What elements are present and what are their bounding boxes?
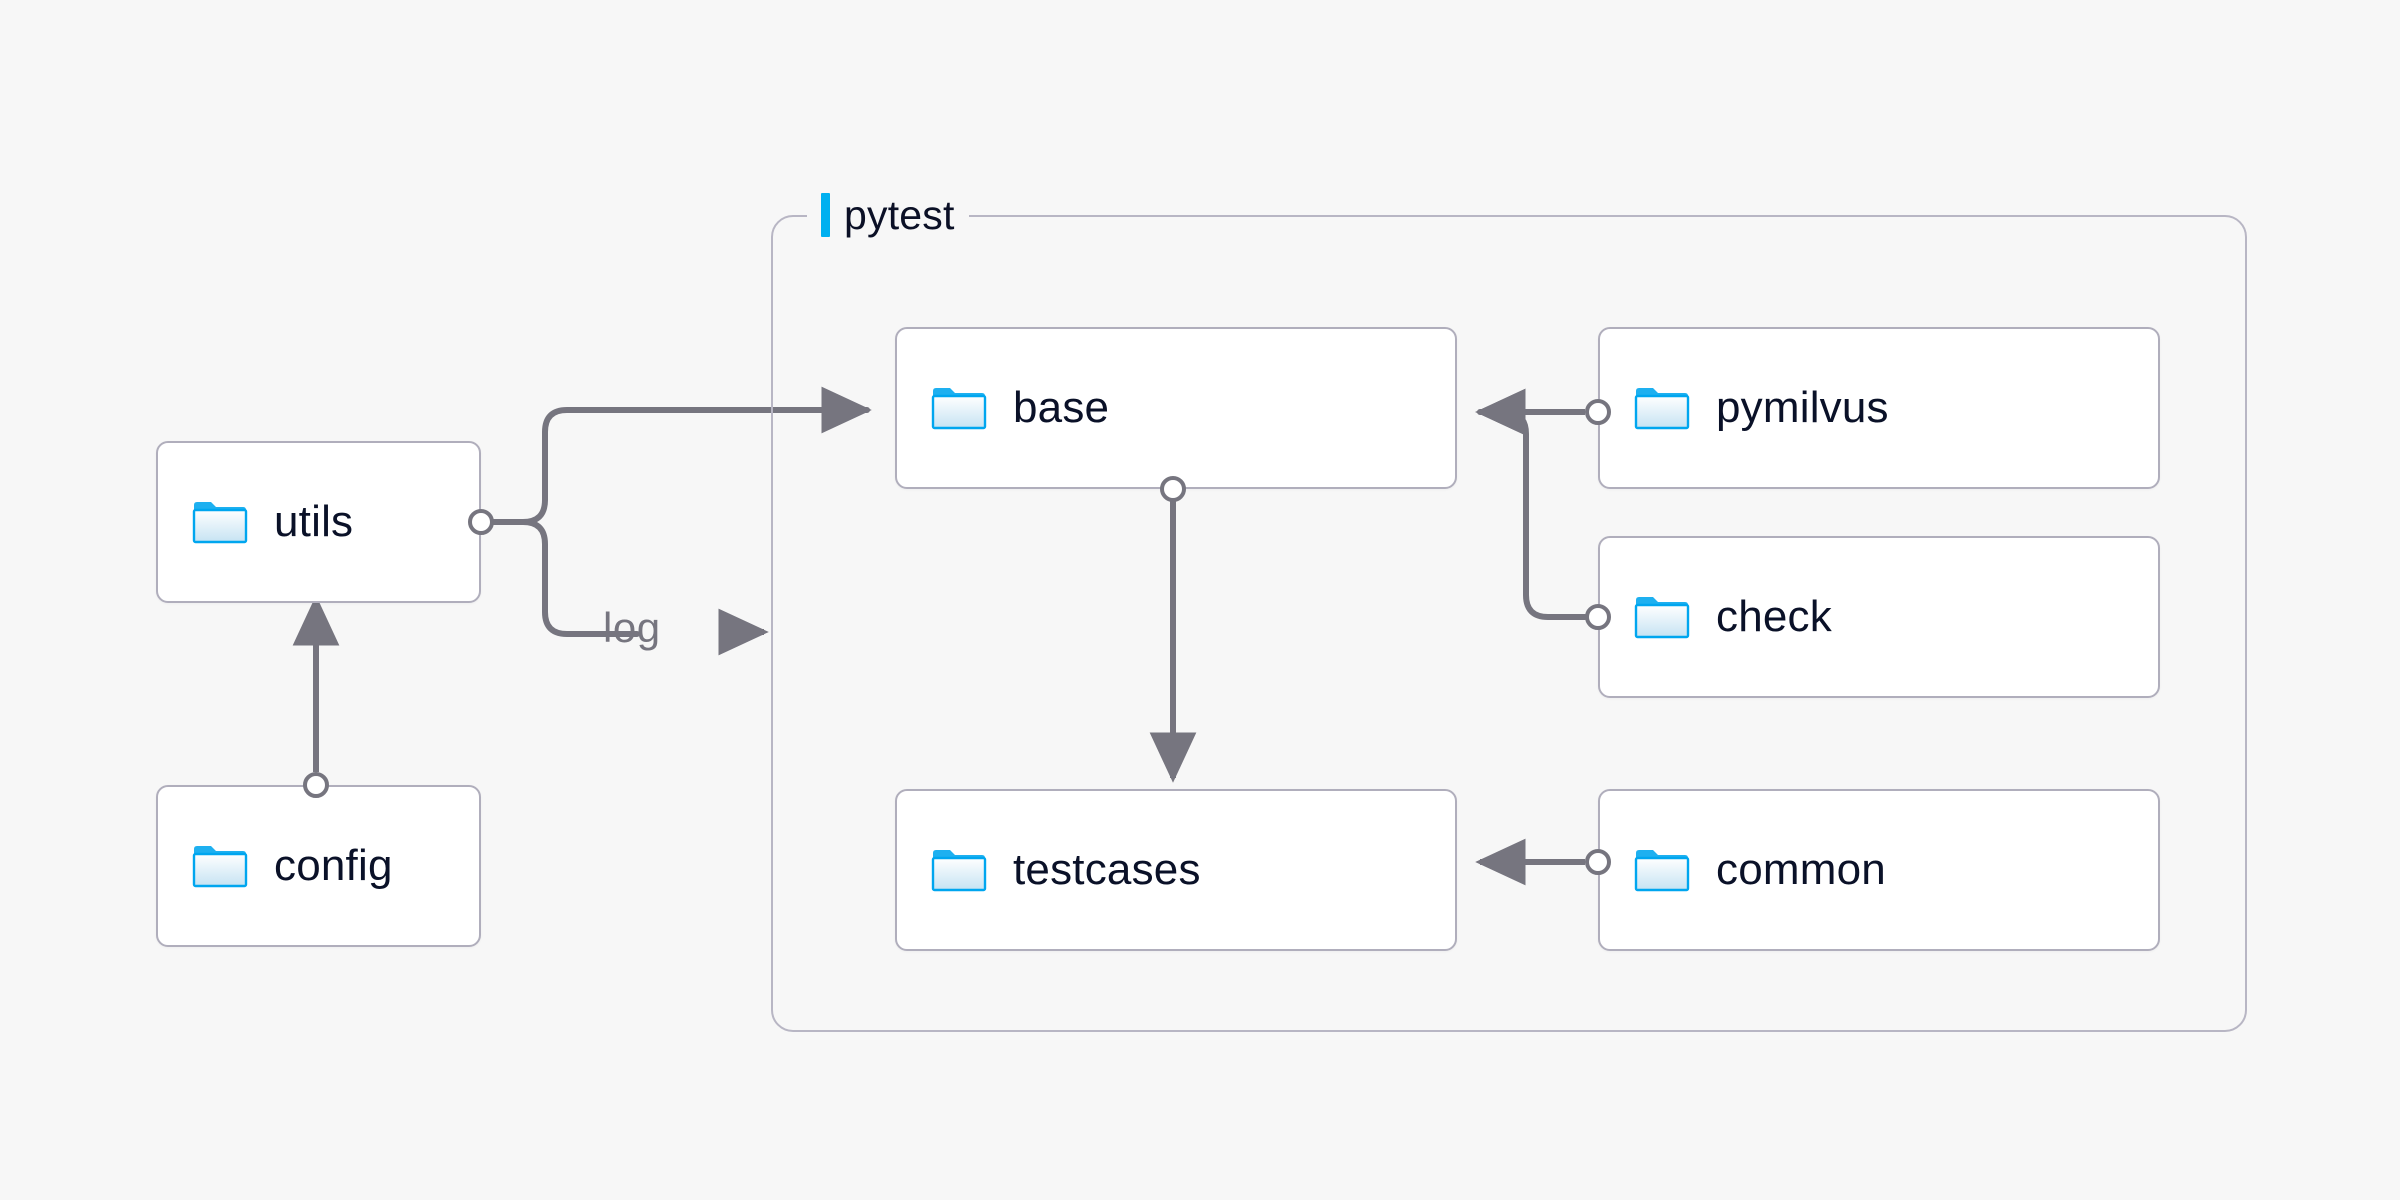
node-pymilvus[interactable]: pymilvus	[1598, 327, 2160, 489]
node-testcases-label: testcases	[1013, 845, 1201, 894]
port-utils-right[interactable]	[468, 509, 494, 535]
port-config-top[interactable]	[303, 772, 329, 798]
edge-label-log-text: log	[603, 604, 661, 651]
node-testcases[interactable]: testcases	[895, 789, 1457, 951]
folder-icon	[1634, 850, 1690, 892]
node-config-label: config	[274, 841, 393, 890]
edge-label-log: log	[603, 604, 661, 652]
folder-icon	[192, 502, 248, 544]
folder-icon	[931, 850, 987, 892]
folder-icon	[1634, 597, 1690, 639]
port-pymilvus-left[interactable]	[1585, 399, 1611, 425]
node-check-label: check	[1716, 592, 1832, 641]
group-pytest-title: pytest	[844, 191, 955, 238]
port-check-left[interactable]	[1585, 604, 1611, 630]
node-utils-label: utils	[274, 497, 354, 546]
folder-icon	[192, 846, 248, 888]
group-pytest	[771, 215, 2247, 1032]
port-base-bottom[interactable]	[1160, 476, 1186, 502]
node-common[interactable]: common	[1598, 789, 2160, 951]
node-pymilvus-label: pymilvus	[1716, 383, 1889, 432]
node-base[interactable]: base	[895, 327, 1457, 489]
node-base-label: base	[1013, 383, 1110, 432]
folder-icon	[1634, 388, 1690, 430]
accent-bar-icon	[821, 193, 830, 237]
node-utils[interactable]: utils	[156, 441, 481, 603]
node-common-label: common	[1716, 845, 1886, 894]
group-pytest-label: pytest	[807, 187, 969, 243]
folder-icon	[931, 388, 987, 430]
node-config[interactable]: config	[156, 785, 481, 947]
port-common-left[interactable]	[1585, 849, 1611, 875]
node-check[interactable]: check	[1598, 536, 2160, 698]
